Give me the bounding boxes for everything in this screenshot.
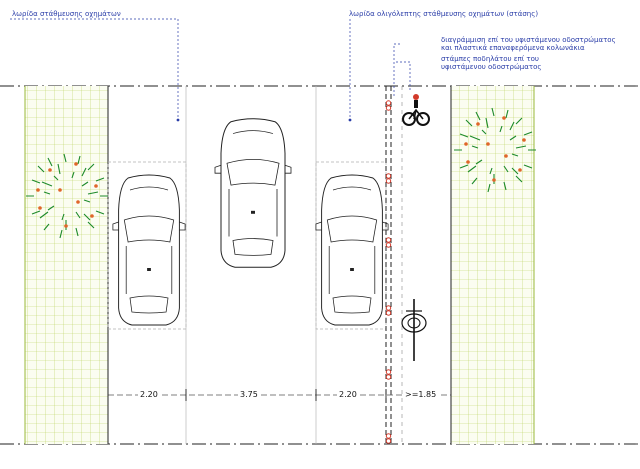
dimension-left-parking: 2.20 xyxy=(138,390,160,399)
dimension-bike-lane: >=1.85 xyxy=(403,390,439,399)
tree-icon xyxy=(454,107,536,193)
bicycle-icon xyxy=(401,299,427,361)
bollard-icon xyxy=(385,100,392,444)
annotation-marking-line1: διαγράμμιση επί του υφιστάμενου οδοστρώμ… xyxy=(441,36,616,44)
car-icon xyxy=(112,174,186,326)
car-icon xyxy=(315,174,389,326)
dimension-travel-lane: 3.75 xyxy=(238,390,260,399)
dimension-right-parking: 2.20 xyxy=(337,390,359,399)
left-sidewalk xyxy=(25,86,108,444)
annotation-short-parking-lane: λωρίδα ολιγόλεπτης στάθμευσης οχημάτων (… xyxy=(349,10,539,18)
annotation-bike-stamp-line1: στάμπες ποδηλάτου επί του xyxy=(441,55,539,63)
annotation-marking-line2: και πλαστικά επαναφερόμενα κολωνάκια xyxy=(441,44,585,52)
annotation-bike-stamp-line2: υφιστάμενου οδοστρώματος xyxy=(441,63,542,71)
right-sidewalk xyxy=(451,86,534,444)
annotation-parking-lane: λωρίδα στάθμευσης οχημάτων xyxy=(12,10,121,18)
car-icon xyxy=(214,118,292,268)
bicycle-icon xyxy=(402,94,430,126)
tree-icon xyxy=(26,153,108,239)
